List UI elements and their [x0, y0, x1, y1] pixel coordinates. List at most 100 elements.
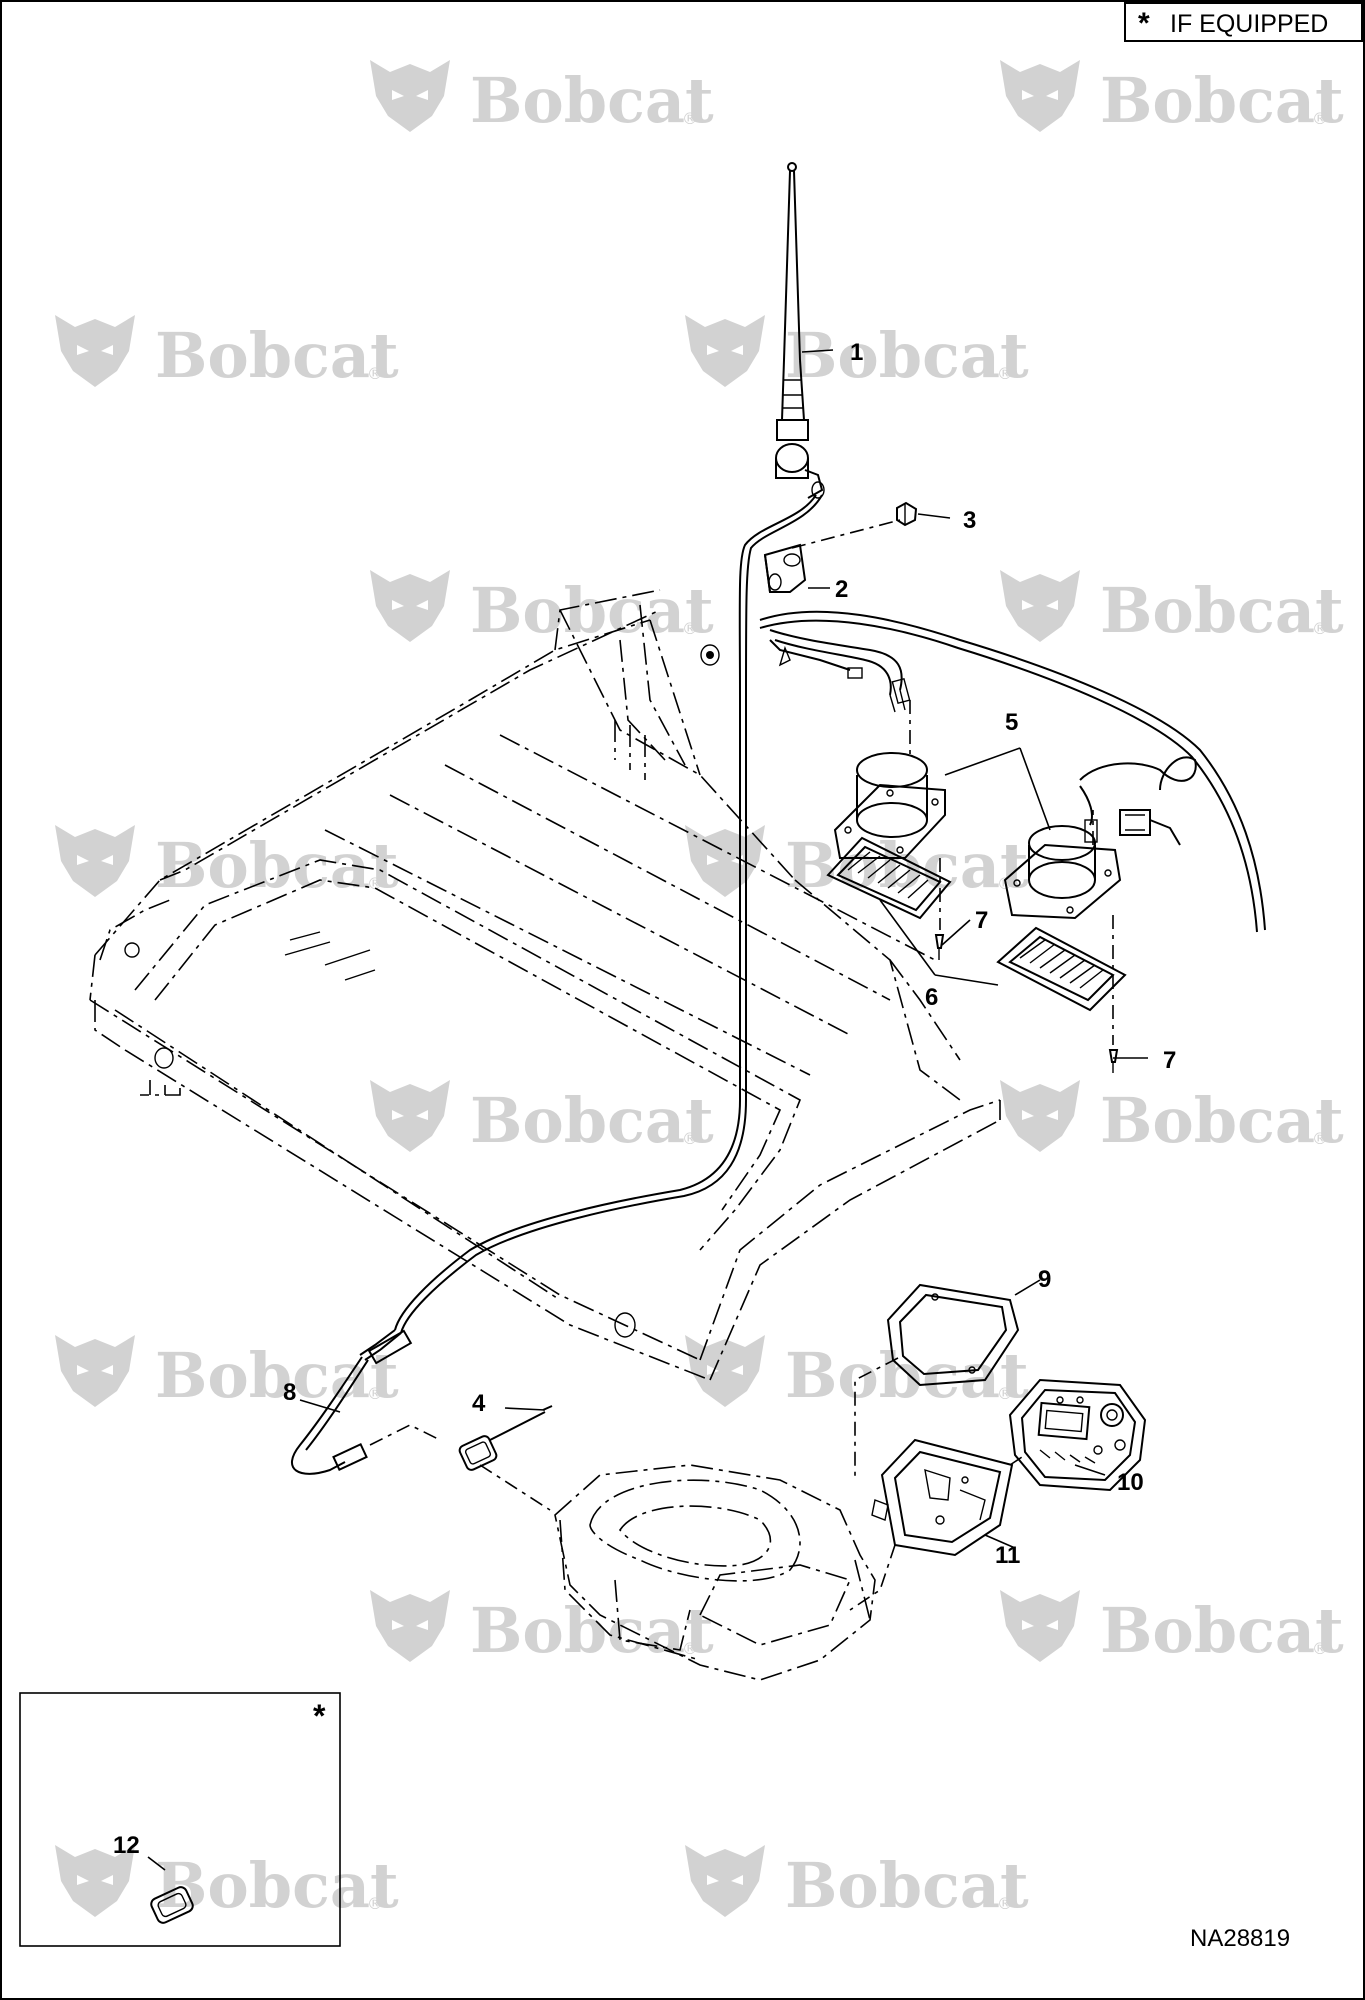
radio-unit	[1008, 1378, 1147, 1492]
watermark: Bobcat®	[55, 1335, 399, 1412]
watermark: Bobcat®	[1000, 570, 1344, 647]
watermark: Bobcat®	[685, 1845, 1029, 1922]
watermark-registered-mark: ®	[682, 109, 698, 128]
assembly-centerlines	[909, 700, 1114, 1045]
speaker-right	[1003, 825, 1122, 920]
bobcat-logo-icon	[685, 825, 765, 897]
watermark: Bobcat®	[55, 825, 399, 902]
watermark-registered-mark: ®	[997, 364, 1013, 383]
watermark-text: Bobcat	[785, 319, 1029, 392]
mount-screw	[896, 501, 918, 527]
watermark-registered-mark: ®	[997, 1894, 1013, 1913]
watermark: Bobcat®	[1000, 1080, 1344, 1157]
watermark-layer: Bobcat®Bobcat®Bobcat®Bobcat®Bobcat®Bobca…	[55, 60, 1344, 1922]
watermark-registered-mark: ®	[997, 1384, 1013, 1403]
watermark-text: Bobcat	[155, 1849, 399, 1922]
callout-7a: 7	[975, 907, 988, 934]
watermark: Bobcat®	[685, 1335, 1029, 1412]
callout-9: 9	[1038, 1266, 1051, 1293]
bobcat-logo-icon	[55, 1335, 135, 1407]
if-equipped-legend: * IF EQUIPPED	[1124, 2, 1363, 42]
watermark-text: Bobcat	[155, 829, 399, 902]
watermark: Bobcat®	[685, 315, 1029, 392]
watermark: Bobcat®	[1000, 1590, 1344, 1667]
bobcat-logo-icon	[55, 315, 135, 387]
callout-8: 8	[283, 1379, 296, 1406]
watermark: Bobcat®	[370, 1080, 714, 1157]
watermark: Bobcat®	[55, 315, 399, 392]
watermark-text: Bobcat	[785, 1849, 1029, 1922]
callout-7b: 7	[1163, 1047, 1176, 1074]
watermark-text: Bobcat	[155, 319, 399, 392]
wiring-harness	[759, 610, 1266, 933]
callout-2: 2	[835, 576, 848, 603]
callout-6: 6	[925, 984, 938, 1011]
watermark: Bobcat®	[370, 60, 714, 137]
hidden-antenna	[369, 1405, 553, 1511]
watermark-registered-mark: ®	[682, 619, 698, 638]
watermark-registered-mark: ®	[367, 874, 383, 893]
callout-11: 11	[995, 1542, 1020, 1569]
watermark-text: Bobcat	[470, 64, 714, 137]
antenna-extension-cable	[290, 1329, 413, 1475]
callout-numbers: 1 2 3 4 5 6 7 7 8 9 10 11 12	[113, 339, 1176, 1859]
radio-console	[554, 1464, 876, 1681]
bobcat-logo-icon	[55, 825, 135, 897]
bobcat-logo-icon	[1000, 570, 1080, 642]
watermark-registered-mark: ®	[367, 1384, 383, 1403]
inset-star: *	[313, 1698, 326, 1734]
watermark-registered-mark: ®	[367, 364, 383, 383]
callout-1: 1	[850, 339, 863, 366]
callout-4: 4	[472, 1390, 486, 1417]
watermark-text: Bobcat	[785, 829, 1029, 902]
callout-12: 12	[113, 1832, 140, 1859]
legend-star: *	[1138, 7, 1150, 40]
watermark-text: Bobcat	[1100, 1084, 1344, 1157]
watermark-registered-mark: ®	[367, 1894, 383, 1913]
cab-roof-outline	[89, 589, 1001, 1381]
watermark: Bobcat®	[370, 1590, 714, 1667]
watermark-registered-mark: ®	[682, 1639, 698, 1658]
bobcat-logo-icon	[1000, 60, 1080, 132]
watermark-text: Bobcat	[1100, 64, 1344, 137]
bobcat-logo-icon	[370, 1590, 450, 1662]
bobcat-logo-icon	[55, 1845, 135, 1917]
radio-bezel	[886, 1283, 1020, 1387]
bobcat-logo-icon	[370, 60, 450, 132]
watermark-registered-mark: ®	[1312, 619, 1328, 638]
watermark: Bobcat®	[1000, 60, 1344, 137]
watermark-registered-mark: ®	[1312, 1129, 1328, 1148]
bobcat-logo-icon	[1000, 1080, 1080, 1152]
grille-screw-left	[934, 934, 945, 960]
inset-panel: *	[19, 1692, 341, 1947]
radio-assembly-lines	[849, 1357, 1026, 1611]
callout-leaders	[147, 349, 1148, 1871]
speaker-grille-right	[996, 926, 1127, 1012]
watermark-text: Bobcat	[470, 1594, 714, 1667]
bobcat-logo-icon	[685, 315, 765, 387]
antenna	[394, 162, 825, 1334]
grille-screw-right	[1108, 1049, 1119, 1073]
bobcat-logo-icon	[370, 1080, 450, 1152]
speaker-left	[833, 752, 946, 859]
watermark-registered-mark: ®	[1312, 1639, 1328, 1658]
bobcat-logo-icon	[1000, 1590, 1080, 1662]
figure-id: NA28819	[1190, 1925, 1290, 1952]
optional-antenna-pad	[150, 1886, 194, 1924]
watermark-text: Bobcat	[470, 1084, 714, 1157]
watermark-text: Bobcat	[155, 1339, 399, 1412]
watermark: Bobcat®	[370, 570, 714, 647]
bobcat-logo-icon	[370, 570, 450, 642]
watermark-text: Bobcat	[1100, 574, 1344, 647]
watermark-text: Bobcat	[1100, 1594, 1344, 1667]
callout-3: 3	[963, 507, 976, 534]
watermark: Bobcat®	[55, 1845, 399, 1922]
callout-10: 10	[1117, 1469, 1144, 1496]
watermark-text: Bobcat	[470, 574, 714, 647]
bobcat-logo-icon	[685, 1845, 765, 1917]
callout-5: 5	[1005, 709, 1018, 736]
watermark-registered-mark: ®	[682, 1129, 698, 1148]
legend-text: IF EQUIPPED	[1170, 10, 1328, 38]
